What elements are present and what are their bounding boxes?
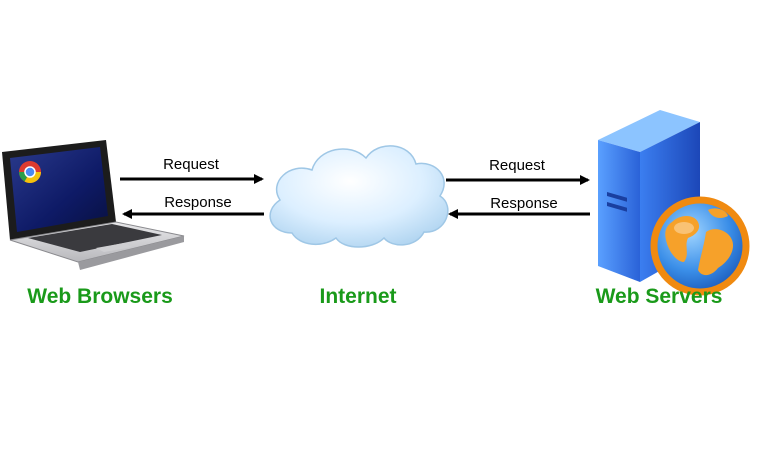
web-browsers-label: Web Browsers — [27, 285, 173, 308]
cloud-icon — [269, 145, 449, 248]
right-response-label: Response — [490, 195, 558, 212]
web-servers-label: Web Servers — [595, 285, 723, 308]
laptop-icon — [2, 140, 185, 270]
globe-icon — [650, 196, 750, 296]
right-request-label: Request — [489, 157, 545, 174]
browser-logo-icon — [19, 161, 41, 183]
left-request-label: Request — [163, 156, 219, 173]
internet-label: Internet — [319, 285, 397, 308]
left-response-label: Response — [164, 194, 232, 211]
